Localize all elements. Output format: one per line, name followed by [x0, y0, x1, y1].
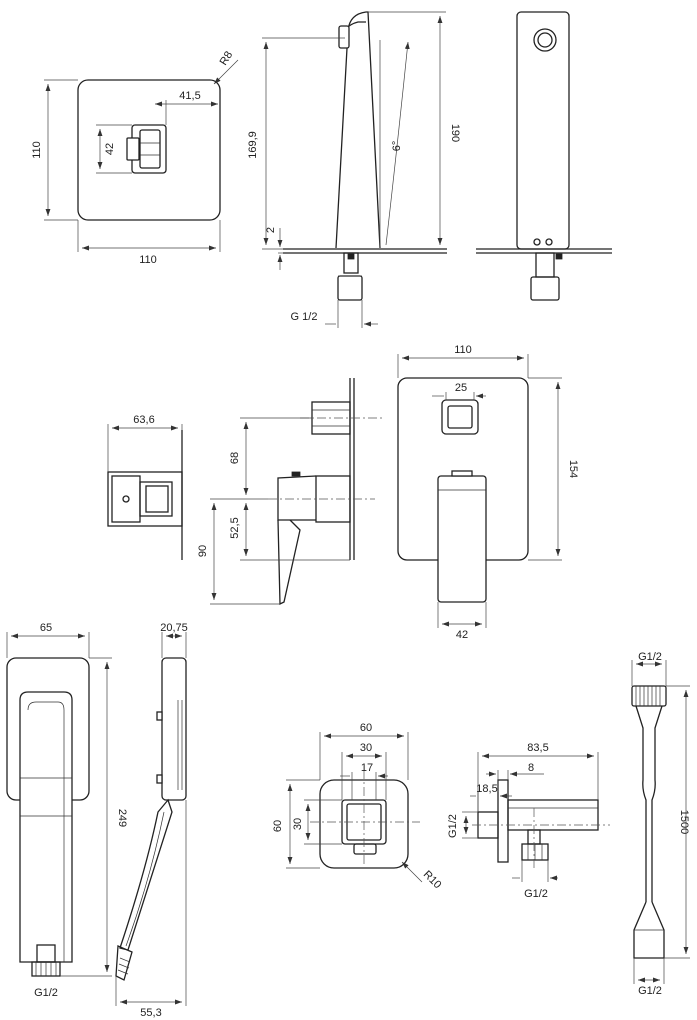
- hand-shower-side-view: 20,75 55,3: [115, 622, 188, 1019]
- dim-mixer-offset: 41,5: [179, 90, 200, 102]
- dim-hand-shower-reach: 55,3: [140, 1007, 161, 1019]
- dim-hand-shower-thickness: 20,75: [160, 622, 188, 634]
- mixer-front-view: 110 110 41,5 42 R8: [31, 49, 239, 266]
- dim-diverter-width: 110: [454, 344, 472, 356]
- dim-diverter-handle: 42: [456, 629, 468, 641]
- dim-outlet-inner-v: 30: [292, 818, 304, 830]
- dim-outlet-width: 60: [360, 722, 372, 734]
- dim-diverter-c: 90: [197, 545, 209, 557]
- dim-spout-thread: G 1/2: [291, 311, 318, 323]
- dim-outlet-dim-b: 18,5: [476, 783, 497, 795]
- dim-outlet-radius: R10: [421, 868, 444, 891]
- dim-mixer-radius: R8: [218, 49, 236, 67]
- dim-hose-length: 1500: [678, 810, 690, 834]
- dim-outlet-inner: 30: [360, 742, 372, 754]
- diverter-side-view: 68 52,5 90: [197, 378, 385, 606]
- dim-outlet-thread-in: G1/2: [447, 814, 459, 838]
- dim-diverter-knob: 25: [455, 382, 467, 394]
- dim-diverter-a: 68: [229, 452, 241, 464]
- hand-shower-front-view: 65 249 G1/2: [6, 622, 128, 999]
- dim-outlet-length: 83,5: [527, 742, 548, 754]
- dim-mixer-width: 110: [139, 254, 157, 266]
- hose-view: G1/2 1500 G1/2: [631, 651, 690, 997]
- dim-hand-shower-length: 249: [116, 809, 128, 827]
- dim-hand-shower-thread: G1/2: [34, 987, 58, 999]
- dim-mixer-height: 110: [31, 141, 43, 159]
- dim-box-depth: 63,6: [133, 414, 154, 426]
- spout-side-view: 169,9 190 6° 2 G 1/2: [247, 11, 461, 328]
- dim-hose-thread-bottom: G1/2: [638, 985, 662, 997]
- dim-outlet-hole: 17: [361, 762, 373, 774]
- outlet-front-view: 60 30 17 60 30 R10: [272, 722, 444, 891]
- dim-outlet-height: 60: [272, 820, 284, 832]
- outlet-side-view: 83,5 8 18,5 G1/2 G1/2: [447, 742, 610, 900]
- dim-spout-height: 169,9: [247, 131, 259, 159]
- dim-diverter-b: 52,5: [229, 517, 241, 538]
- dim-hand-shower-width: 65: [40, 622, 52, 634]
- dim-spout-angle: 6°: [391, 141, 403, 152]
- dim-spout-total-height: 190: [449, 124, 461, 142]
- spout-front-view: [476, 11, 612, 301]
- dim-spout-base: 2: [265, 227, 277, 233]
- dim-mixer-handle: 42: [104, 143, 116, 155]
- dim-outlet-dim-a: 8: [528, 762, 534, 774]
- diverter-front-view: 110 25 154 42: [397, 344, 579, 641]
- dim-hose-thread-top: G1/2: [638, 651, 662, 663]
- dim-diverter-height: 154: [567, 460, 579, 478]
- dim-outlet-thread-out: G1/2: [524, 888, 548, 900]
- box-side-view: 63,6: [107, 414, 183, 560]
